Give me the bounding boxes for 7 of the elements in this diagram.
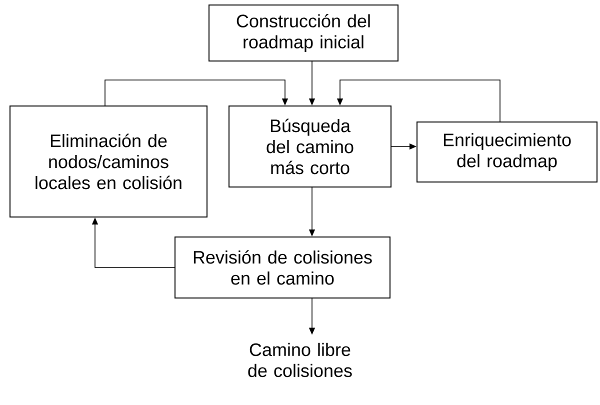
process-box: Revisión de colisiones en el camino xyxy=(174,236,390,298)
process-box: Eliminación de nodos/caminos locales en colisión xyxy=(10,106,208,218)
arrow xyxy=(104,80,288,106)
process-box: Construcción del roadmap inicial xyxy=(208,4,398,62)
result-text: Camino libre de colisiones xyxy=(248,342,352,378)
process-box: Enriquecimiento del roadmap xyxy=(416,122,598,182)
process-box: Búsqueda del camino más corto xyxy=(228,106,392,188)
